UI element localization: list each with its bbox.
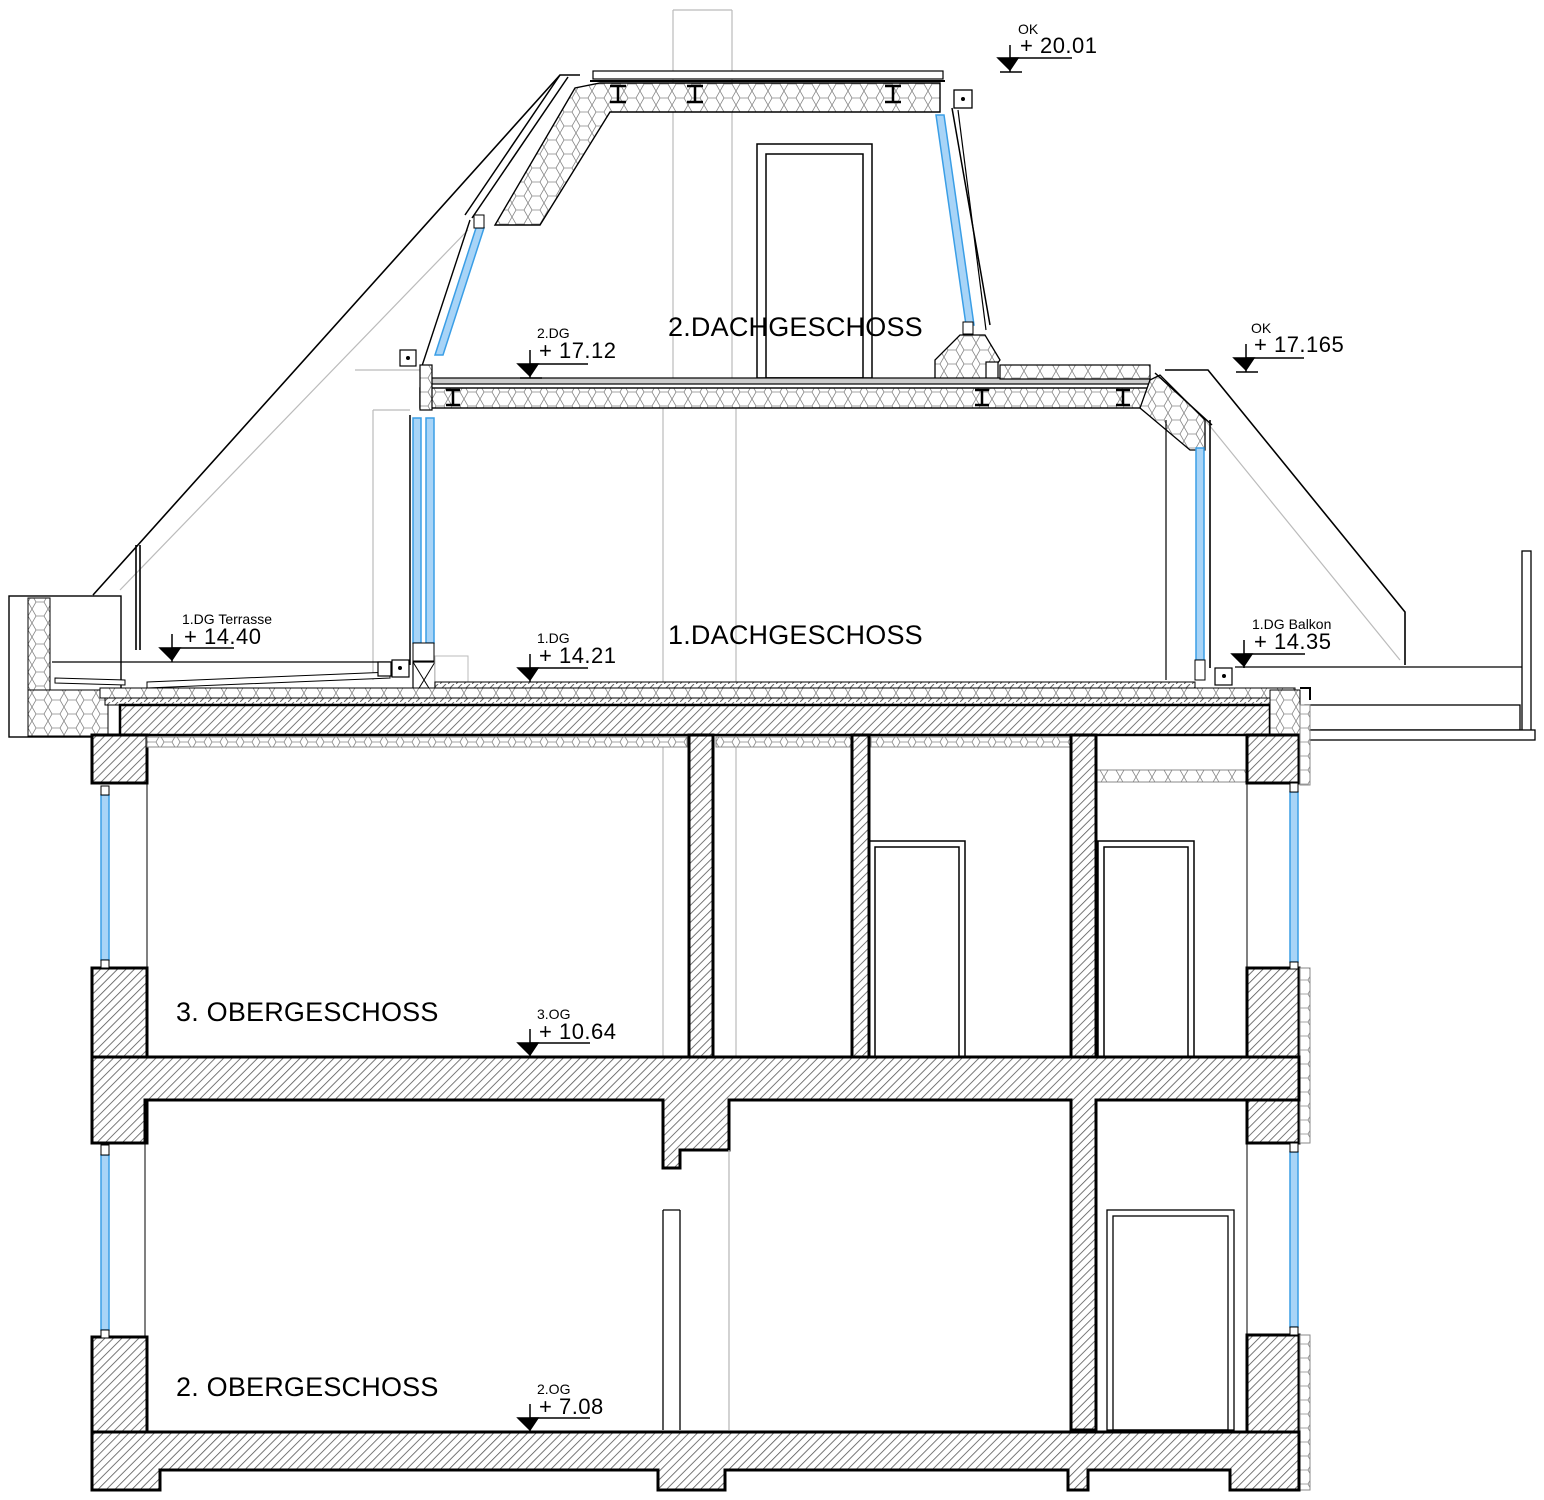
terrasse — [8, 595, 469, 738]
level-ok-mid-name: OK — [1251, 320, 1272, 336]
marker-ok-top — [996, 45, 1072, 73]
og3-doors — [868, 840, 1195, 1058]
level-balkon-value: + 14.35 — [1254, 629, 1332, 654]
left-windows — [100, 783, 148, 1339]
level-og2-value: + 7.08 — [539, 1394, 604, 1419]
level-balkon-name: 1.DG Balkon — [1252, 616, 1332, 632]
level-terrasse-name: 1.DG Terrasse — [182, 611, 272, 627]
level-og3-name: 3.OG — [537, 1006, 571, 1022]
room-label-1-dachgeschoss: 1.DACHGESCHOSS — [668, 620, 923, 650]
level-dg2-name: 2.DG — [537, 325, 570, 341]
level-dg1-value: + 14.21 — [539, 643, 617, 668]
level-og2-name: 2.OG — [537, 1381, 571, 1397]
dg2-roof-construction — [464, 70, 991, 331]
marker-dg1 — [516, 654, 588, 682]
guide-lines — [119, 9, 1401, 1060]
door-dg2 — [756, 143, 873, 379]
dg2-glazing — [399, 114, 975, 373]
dg1-floor-slab — [99, 681, 1296, 737]
og3-interior-walls — [687, 733, 1098, 1059]
marker-og3 — [516, 1029, 590, 1057]
marker-terrasse — [158, 634, 234, 662]
marker-ok-mid — [1232, 344, 1304, 373]
room-label-3-obergeschoss: 3. OBERGESCHOSS — [176, 997, 439, 1027]
level-ok-top-value: + 20.01 — [1020, 33, 1098, 58]
og3-ceiling-insulation — [146, 736, 1248, 783]
marker-dg2 — [516, 350, 588, 379]
balkon — [1214, 550, 1536, 741]
dg1-glazing — [409, 415, 1206, 681]
marker-balkon — [1230, 640, 1305, 668]
roof-outline — [92, 74, 1406, 668]
level-terrasse-value: + 14.40 — [184, 624, 262, 649]
level-markers — [158, 45, 1305, 1432]
room-label-2-dachgeschoss: 2.DACHGESCHOSS — [668, 312, 923, 342]
level-ok-mid-value: + 17.165 — [1254, 332, 1345, 357]
og3-floor-slab — [90, 1055, 1301, 1432]
level-og3-value: + 10.64 — [539, 1019, 617, 1044]
level-dg1-name: 1.DG — [537, 630, 570, 646]
level-dg2-value: + 17.12 — [539, 338, 617, 363]
right-windows — [1246, 782, 1299, 1336]
dg2-floor-slab — [419, 364, 1213, 451]
right-exterior-insulation — [1299, 704, 1311, 1491]
room-label-2-obergeschoss: 2. OBERGESCHOSS — [176, 1372, 439, 1402]
marker-og2 — [516, 1404, 590, 1432]
level-ok-top-name: OK — [1018, 21, 1039, 37]
og2-interior — [662, 1150, 1235, 1431]
og2-floor-slab — [90, 1430, 1301, 1492]
